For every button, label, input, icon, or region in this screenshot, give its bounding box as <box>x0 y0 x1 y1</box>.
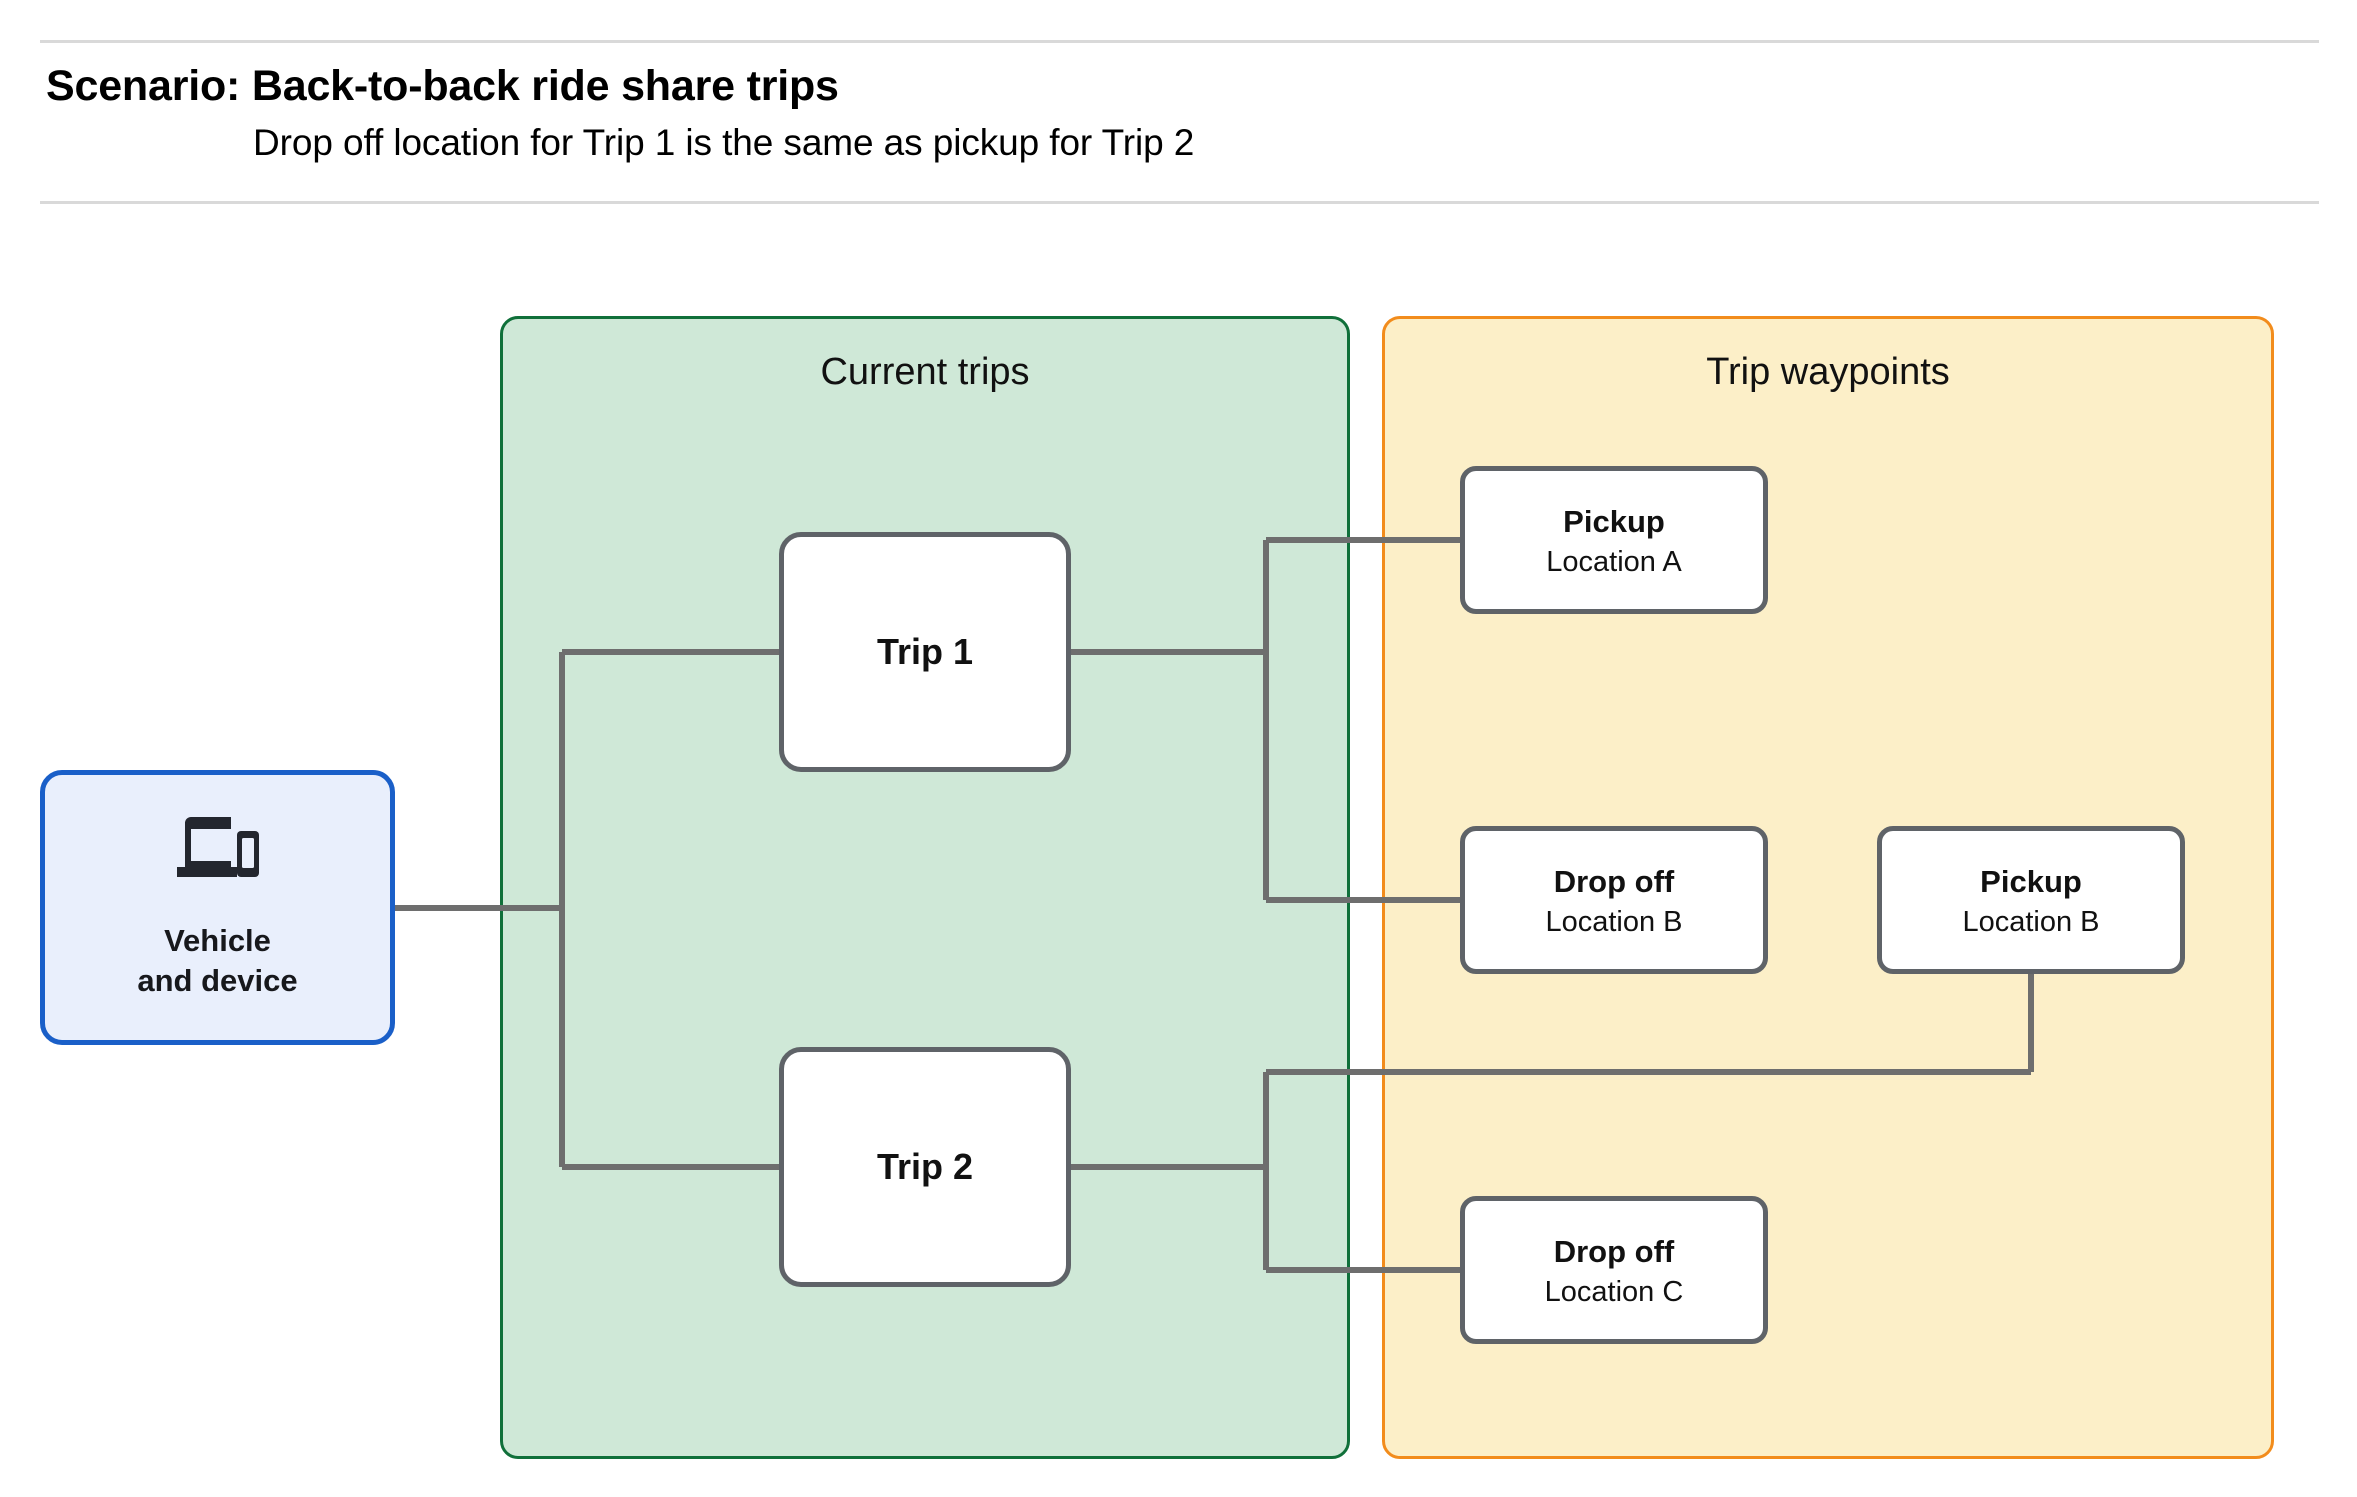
page-subtitle: Drop off location for Trip 1 is the same… <box>253 122 1195 164</box>
waypoint-dropoff-c-location: Location C <box>1544 1275 1684 1308</box>
node-trip-1[interactable]: Trip 1 <box>779 532 1071 772</box>
vehicle-label-line1: Vehicle <box>164 922 271 958</box>
waypoint-dropoff-c-title: Drop off <box>1553 1234 1675 1270</box>
header-divider-top <box>40 40 2319 43</box>
group-trip-waypoints-title: Trip waypoints <box>1706 351 1950 393</box>
waypoint-pickup-a-location: Location A <box>1546 545 1682 578</box>
group-current-trips-title: Current trips <box>820 351 1030 393</box>
waypoint-pickup-b-title: Pickup <box>1980 864 2082 900</box>
vehicle-label-line2: and device <box>137 962 298 998</box>
group-current-trips: Current trips <box>500 316 1350 1459</box>
waypoint-pickup-a-title: Pickup <box>1563 504 1665 540</box>
waypoint-dropoff-b-title: Drop off <box>1553 864 1675 900</box>
node-waypoint-pickup-b[interactable]: Pickup Location B <box>1877 826 2185 974</box>
header-divider-bottom <box>40 201 2319 204</box>
trip-2-label: Trip 2 <box>876 1146 974 1187</box>
node-vehicle-and-device[interactable]: Vehicle and device <box>40 770 395 1045</box>
page-title: Scenario: Back-to-back ride share trips <box>46 62 839 110</box>
node-waypoint-pickup-a[interactable]: Pickup Location A <box>1460 466 1768 614</box>
waypoint-dropoff-b-location: Location B <box>1545 905 1683 938</box>
waypoint-pickup-b-location: Location B <box>1962 905 2100 938</box>
node-waypoint-dropoff-b[interactable]: Drop off Location B <box>1460 826 1768 974</box>
header-block: Scenario: Back-to-back ride share trips … <box>46 62 2246 165</box>
node-waypoint-dropoff-c[interactable]: Drop off Location C <box>1460 1196 1768 1344</box>
devices-icon <box>176 816 259 877</box>
node-trip-2[interactable]: Trip 2 <box>779 1047 1071 1287</box>
trip-1-label: Trip 1 <box>876 631 974 672</box>
